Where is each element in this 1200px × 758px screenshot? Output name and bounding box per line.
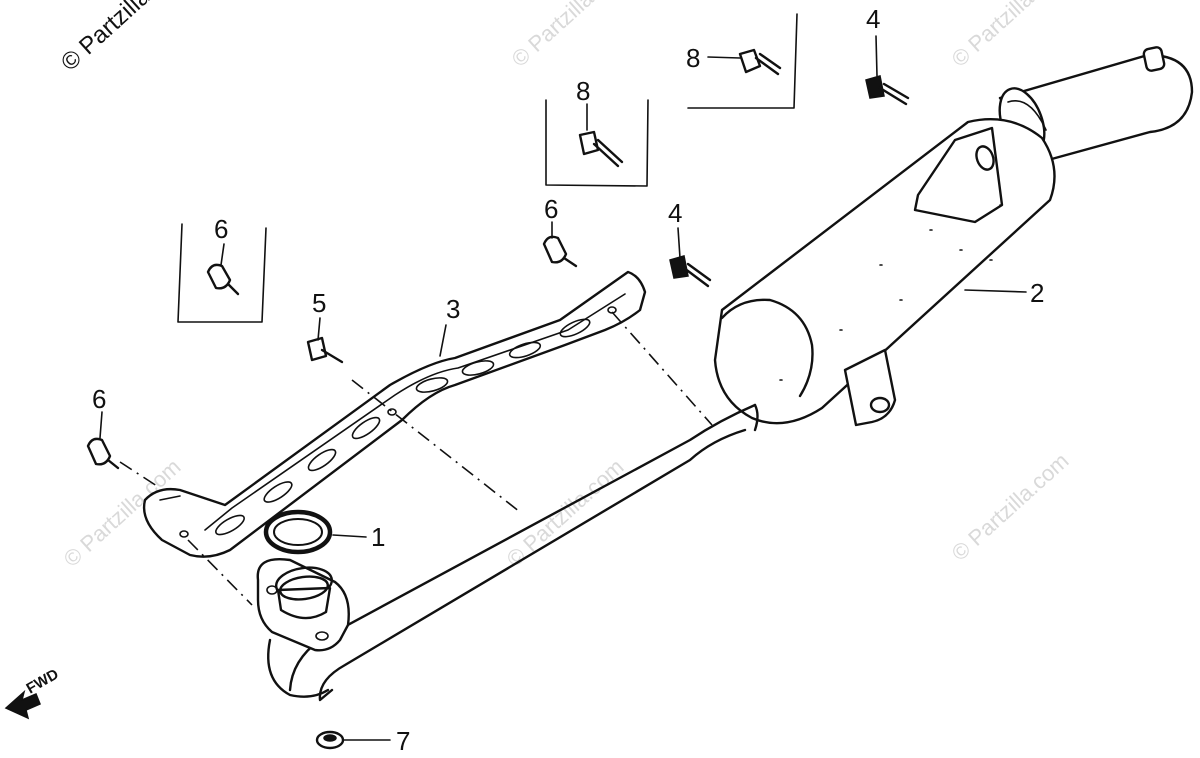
callout-numbers: 1 2 3 4 4 5 6 6 6 7 8 8	[92, 4, 1044, 756]
forward-arrow: FWD	[4, 666, 62, 720]
muffler	[713, 46, 1194, 427]
washer-7	[315, 730, 345, 750]
rubber-6-middle	[542, 235, 578, 268]
callout-6-middle: 6	[544, 194, 558, 224]
callout-8-upper: 8	[686, 43, 700, 73]
callout-3: 3	[446, 294, 460, 324]
bolt-5	[306, 336, 344, 364]
heat-protector-slots	[215, 318, 591, 536]
callout-1: 1	[371, 522, 385, 552]
heat-protector	[142, 270, 647, 558]
forward-label: FWD	[24, 666, 62, 698]
callout-7: 7	[396, 726, 410, 756]
watermark: © Partzilla.com	[947, 448, 1074, 566]
callout-2: 2	[1030, 278, 1044, 308]
callout-4-middle: 4	[668, 198, 682, 228]
callout-8-box: 8	[576, 76, 590, 106]
callout-4-upper: 4	[866, 4, 880, 34]
leader-lines	[99, 35, 1027, 741]
watermark: © Partzilla.com	[502, 454, 629, 572]
bracket-boxes	[177, 13, 798, 323]
gasket	[263, 509, 333, 555]
corner-watermark: © Partzilla.com	[56, 0, 194, 76]
callout-6-box: 6	[214, 214, 228, 244]
fasteners	[86, 48, 910, 750]
callout-5: 5	[312, 288, 326, 318]
bolt-8-upper	[738, 48, 782, 76]
exhaust-pipe	[256, 403, 759, 702]
callout-6-left: 6	[92, 384, 106, 414]
watermark: © Partzilla.com	[947, 0, 1074, 72]
assembly-lines	[119, 311, 713, 606]
bolt-4-upper	[865, 75, 910, 106]
bolt-4-middle	[669, 255, 712, 288]
rubber-6-box	[206, 263, 240, 296]
watermark: © Partzilla.com	[507, 0, 634, 72]
bolt-8-box	[578, 130, 624, 168]
rubber-6-left	[86, 437, 120, 470]
